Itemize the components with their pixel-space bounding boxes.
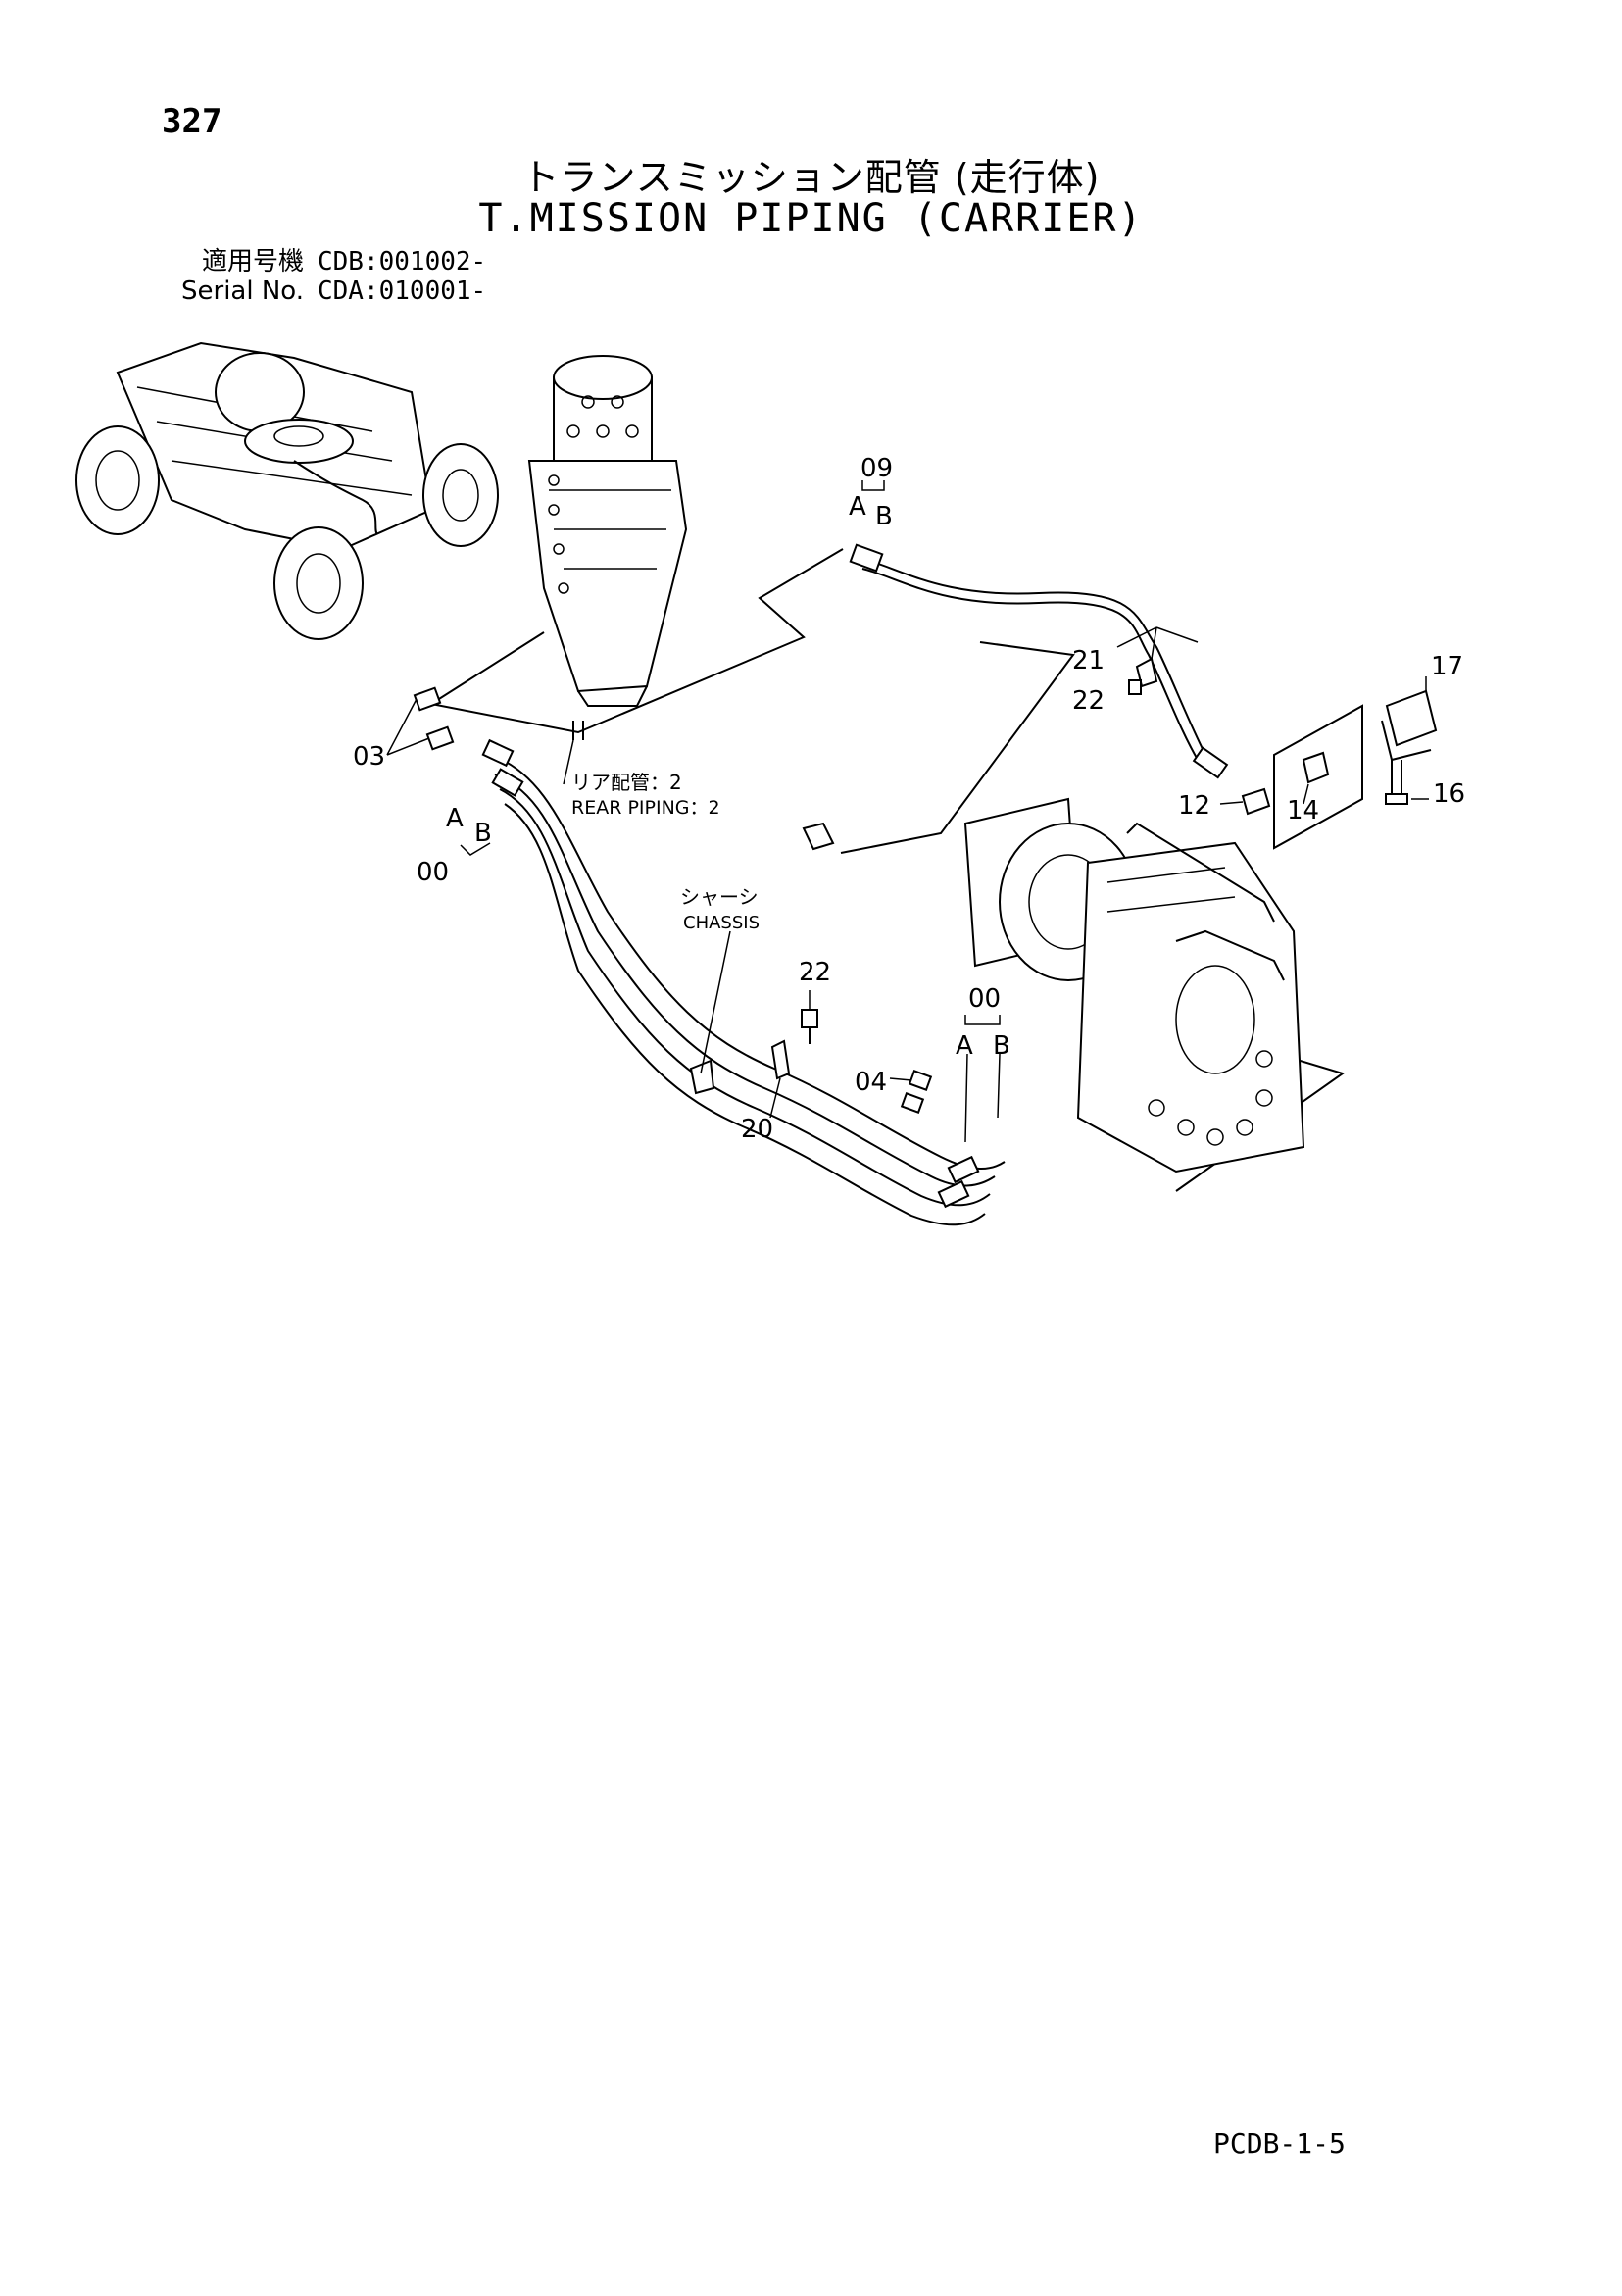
transmission xyxy=(963,797,1305,1173)
callout-09-b: B xyxy=(875,502,893,531)
serial-label-serial-no: Serial No. xyxy=(181,276,304,306)
callout-22-top: 22 xyxy=(1072,686,1105,716)
serial-label-applicable: 適用号機 xyxy=(201,247,304,276)
callout-16: 16 xyxy=(1433,779,1465,809)
label-chassis-ja: シャーシ xyxy=(680,885,759,909)
callout-12: 12 xyxy=(1178,791,1210,821)
callout-00-left: 00 xyxy=(417,858,449,887)
hoses-00 xyxy=(481,738,1006,1226)
swivel-joint xyxy=(527,355,688,740)
callout-14: 14 xyxy=(1287,796,1319,825)
page-number: 327 xyxy=(162,102,222,141)
elbow-fittings-03 xyxy=(413,686,455,751)
callout-00-right: 00 xyxy=(968,984,1001,1014)
callout-17: 17 xyxy=(1431,652,1463,681)
leader-frame-mid xyxy=(840,641,1075,854)
callout-21: 21 xyxy=(1072,646,1105,675)
callout-00-left-b: B xyxy=(474,819,492,848)
serial-value-cdb: CDB:001002- xyxy=(318,247,487,276)
callout-04: 04 xyxy=(855,1068,887,1097)
serial-block: 適用号機 CDB:001002- Serial No. CDA:010001- xyxy=(157,247,486,306)
title-english: T.MISSION PIPING (CARRIER) xyxy=(478,196,1144,241)
callout-00-left-a: A xyxy=(446,804,464,833)
label-rear-piping-ja: リア配管：2 xyxy=(571,771,682,794)
callout-labels: 09 A B 21 22 17 16 12 14 03 A B 00 リア配管：… xyxy=(353,454,1465,1144)
leader-lines xyxy=(386,480,1429,1143)
serial-value-cda: CDA:010001- xyxy=(318,276,487,306)
label-chassis-en: CHASSIS xyxy=(683,913,760,933)
callout-03: 03 xyxy=(353,742,385,772)
callout-22-mid: 22 xyxy=(799,958,831,987)
title-japanese: トランスミッション配管 (走行体) xyxy=(521,156,1101,199)
serial-row-applicable: 適用号機 CDB:001002- xyxy=(157,247,486,276)
label-rear-piping-en: REAR PIPING：2 xyxy=(571,797,720,819)
callout-00-right-a: A xyxy=(956,1031,973,1061)
carrier-thumbnail xyxy=(75,341,499,640)
callout-09-a: A xyxy=(849,492,866,522)
footer-code: PCDB-1-5 xyxy=(1213,2127,1346,2160)
small-parts xyxy=(689,657,1438,1114)
leader-frame-upper xyxy=(428,548,844,734)
callout-00-right-b: B xyxy=(993,1031,1010,1061)
hose-09 xyxy=(849,543,1229,779)
callout-09: 09 xyxy=(860,454,893,483)
serial-row-serial-no: Serial No. CDA:010001- xyxy=(157,276,486,306)
callout-20: 20 xyxy=(741,1115,773,1144)
